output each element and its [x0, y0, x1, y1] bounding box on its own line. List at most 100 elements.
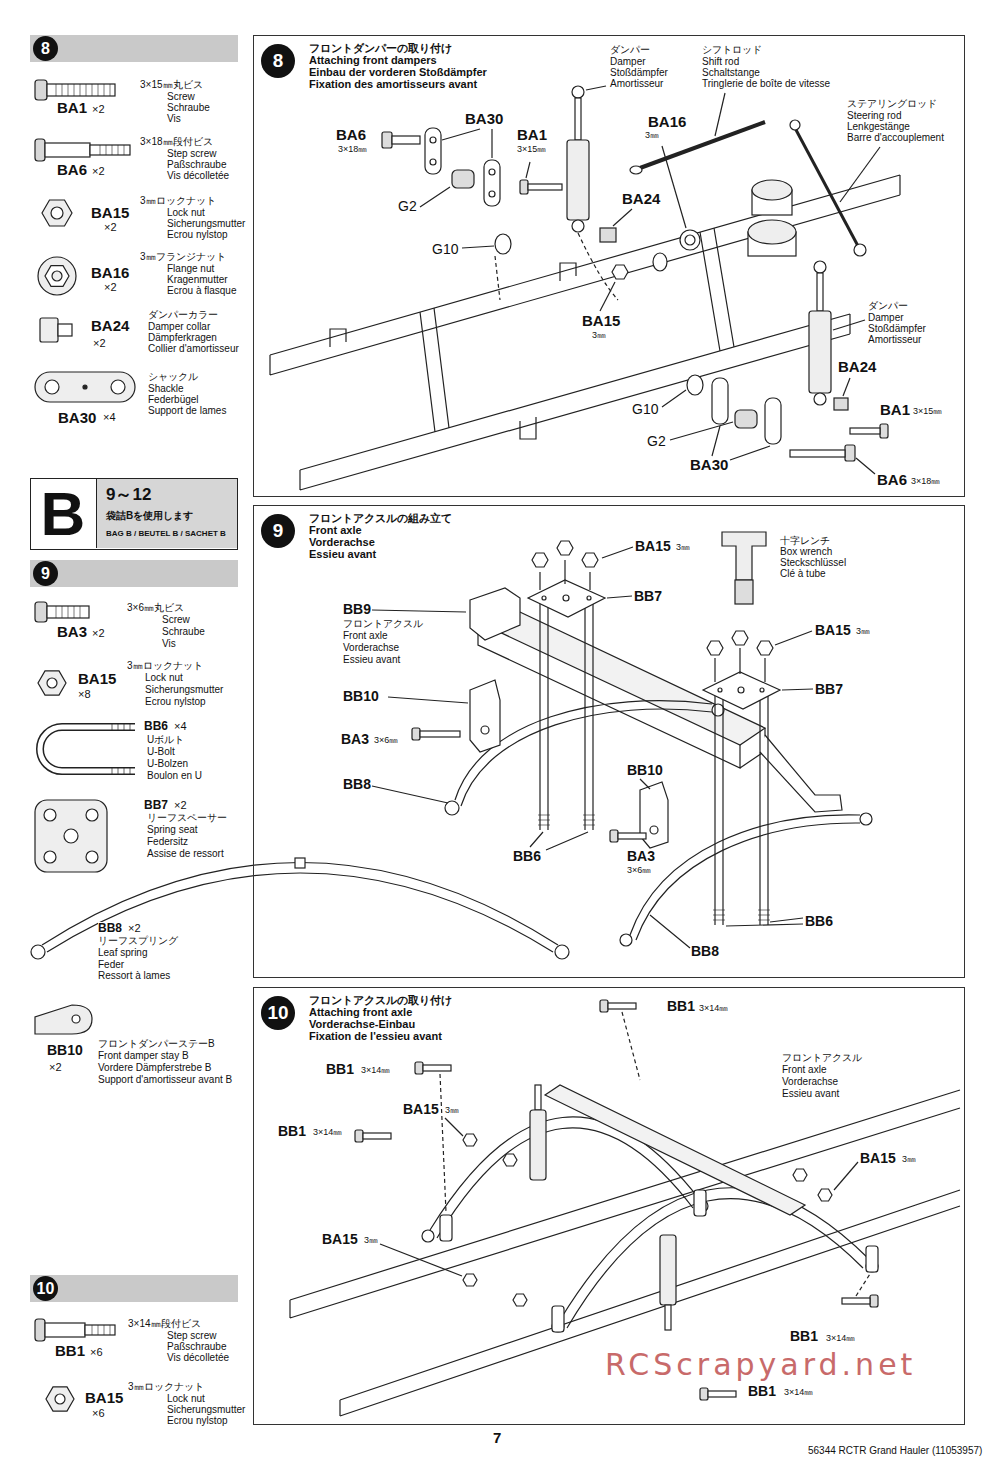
- chassis-damper-illustration: [840, 147, 880, 202]
- chassis-damper-illustration: [765, 398, 781, 444]
- callout-text: 56344 RCTR Grand Hauler (11053957): [808, 1446, 982, 1456]
- callout-text: Schraube: [162, 627, 205, 637]
- part-icon: [35, 372, 135, 402]
- callout-text: ×2: [104, 222, 117, 233]
- bag-note: 9～12: [106, 485, 151, 505]
- chassis-damper-illustration: [420, 228, 734, 432]
- part-icon: [40, 318, 58, 342]
- callout-text: 3㎜: [856, 627, 870, 636]
- axle-mounting-illustration: [440, 1215, 452, 1241]
- callout-text: ×2: [174, 800, 187, 811]
- callout-text: Ecrou nylstop: [167, 1416, 228, 1426]
- part-icon: [40, 727, 135, 771]
- callout-text: Step screw: [167, 149, 216, 159]
- front-axle-illustration: [540, 560, 590, 590]
- step-title: フロントアクスルの組み立て: [309, 512, 452, 524]
- callout-text: Lock nut: [167, 1394, 205, 1404]
- part-icon: [56, 606, 80, 618]
- callout-text: Spring seat: [147, 825, 198, 835]
- axle-mounting-illustration: [834, 1162, 858, 1190]
- callout-text: ×2: [92, 104, 105, 115]
- callout-text: ×2: [92, 628, 105, 639]
- callout-text: 3㎜ロックナット: [140, 196, 216, 206]
- step-title: Attaching front axle: [309, 1006, 412, 1018]
- axle-mounting-illustration: [866, 1246, 878, 1272]
- callout-text: Ecrou nylstop: [167, 230, 228, 240]
- part-code: BB10: [627, 763, 663, 777]
- chassis-damper-illustration: [270, 86, 900, 490]
- part-icon: [55, 1394, 65, 1404]
- callout-text: Front axle: [343, 631, 387, 641]
- callout-text: ×6: [90, 1347, 103, 1358]
- callout-text: 3×14㎜: [826, 1334, 855, 1343]
- part-code: BB7: [815, 682, 843, 696]
- part-icon: [46, 1387, 74, 1411]
- chassis-damper-illustration: [430, 159, 436, 165]
- part-icon: [35, 800, 107, 872]
- part-code: BB8: [691, 944, 719, 958]
- callout-text: Stoßdämpfer: [610, 68, 668, 78]
- step-title: Vorderachse-Einbau: [309, 1018, 415, 1030]
- step-header-band: 10: [30, 1275, 238, 1302]
- front-axle-illustration: [420, 731, 460, 737]
- front-axle-illustration: [412, 728, 420, 740]
- chassis-damper-illustration: [880, 424, 888, 438]
- callout-text: Sicherungsmutter: [167, 219, 245, 229]
- part-code: BA15: [582, 313, 620, 328]
- chassis-damper-illustration: [600, 228, 616, 242]
- callout-text: Kragenmutter: [167, 275, 228, 285]
- front-axle-illustration: [372, 610, 466, 612]
- part-icon: [92, 1325, 110, 1335]
- chassis-damper-illustration: [572, 86, 584, 98]
- part-icon: [38, 671, 66, 695]
- callout-text: Steering rod: [847, 111, 901, 121]
- part-icon: [72, 1015, 80, 1023]
- chassis-damper-illustration: [735, 410, 757, 428]
- callout-text: Vordere Dämpferstrebe B: [98, 1063, 211, 1073]
- callout-text: G10: [432, 242, 458, 256]
- callout-text: フロントアクスル: [782, 1053, 862, 1063]
- part-icon: [35, 80, 47, 100]
- axle-mounting-illustration: [552, 1306, 564, 1332]
- front-axle-illustration: [532, 553, 548, 567]
- bag-note: BAG B / BEUTEL B / SACHET B: [106, 529, 226, 539]
- callout-text: ×6: [92, 1408, 105, 1419]
- callout-text: U-Bolzen: [147, 759, 188, 769]
- callout-text: Screw: [162, 615, 190, 625]
- part-code: BB8: [98, 922, 122, 934]
- front-axle-illustration: [757, 641, 773, 655]
- front-axle-illustration: [760, 688, 764, 692]
- step-number: 8: [33, 36, 58, 61]
- step-title: Vorderachse: [309, 536, 375, 548]
- step-number-circle: 10: [261, 996, 295, 1030]
- part-code: BA16: [91, 265, 129, 280]
- front-axle-illustration: [760, 735, 842, 812]
- front-axle-illustration: [610, 830, 618, 842]
- part-code: BA15: [322, 1232, 358, 1246]
- chassis-damper-illustration: [567, 140, 589, 220]
- callout-text: フロントアクスル: [343, 619, 423, 629]
- chassis-damper-illustration: [834, 398, 848, 410]
- part-icon: [295, 858, 305, 868]
- callout-text: 3×15㎜: [913, 407, 942, 416]
- callout-text: ダンパーカラー: [148, 310, 218, 320]
- front-axle-illustration: [713, 910, 770, 920]
- front-axle-illustration: [718, 688, 722, 692]
- callout-text: Ressort à lames: [98, 971, 170, 981]
- callout-text: ×2: [93, 338, 106, 349]
- chassis-damper-illustration: [613, 209, 632, 226]
- callout-text: Feder: [98, 960, 124, 970]
- callout-text: Barre d'accouplement: [847, 133, 944, 143]
- chassis-damper-illustration: [680, 230, 700, 250]
- front-axle-illustration: [722, 532, 766, 580]
- part-icon: [45, 1323, 85, 1337]
- part-code: BA24: [838, 359, 876, 374]
- front-axle-illustration: [542, 596, 546, 600]
- chassis-damper-illustration: [382, 132, 392, 148]
- chassis-damper-illustration: [814, 393, 826, 405]
- part-icon: [555, 945, 569, 959]
- callout-text: 3×14㎜: [313, 1128, 342, 1137]
- step-header-band: 8: [30, 35, 238, 62]
- chassis-damper-illustration: [685, 235, 695, 245]
- callout-text: Essieu avant: [782, 1089, 839, 1099]
